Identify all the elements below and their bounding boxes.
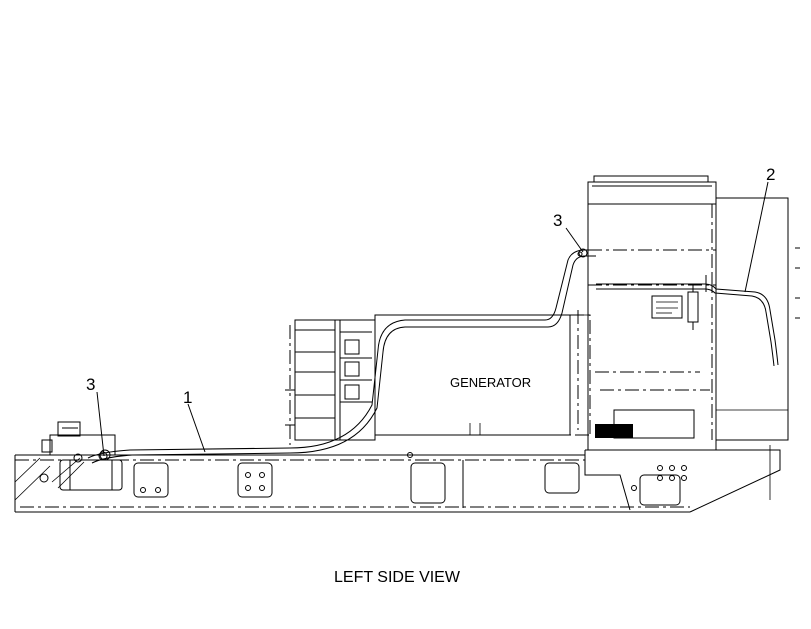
hose-clamps <box>98 248 588 461</box>
generator-label: GENERATOR <box>450 375 531 390</box>
view-caption: LEFT SIDE VIEW <box>334 569 461 586</box>
callout-1-label: 1 <box>183 388 192 407</box>
rear-cabinet <box>570 175 800 451</box>
callout-2-label: 2 <box>766 165 775 184</box>
callout-3-lower-label: 3 <box>86 375 95 394</box>
frame-cutouts <box>39 452 687 508</box>
hose-assembly-main <box>87 249 596 464</box>
callout-leaders <box>96 181 769 457</box>
front-valve-assembly <box>41 421 123 491</box>
callout-3-upper-label: 3 <box>553 211 562 230</box>
engine-block <box>285 319 376 445</box>
hose-assembly-rear <box>596 275 779 367</box>
